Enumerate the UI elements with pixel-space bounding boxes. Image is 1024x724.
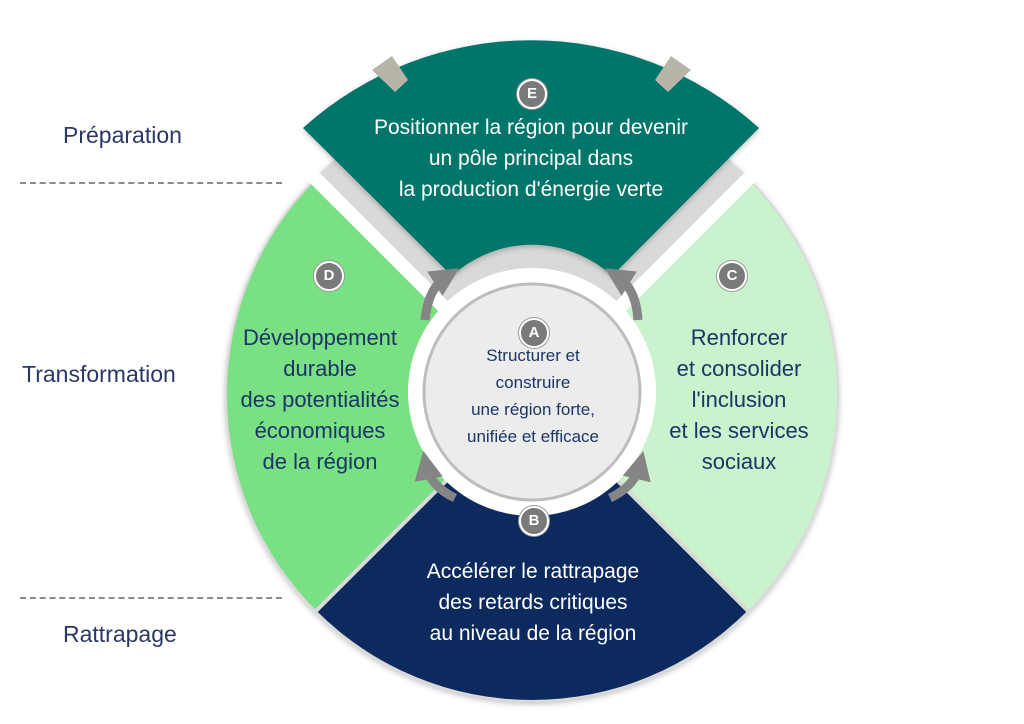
segment-b-text: Accélérer le rattrapage des retards crit… [383, 556, 683, 649]
segment-a-line: une région forte, [471, 400, 595, 419]
segment-e-line: la production d'énergie verte [398, 178, 664, 201]
badge-e: E [517, 79, 547, 109]
phase-divider [20, 597, 282, 599]
arrow-e-left-out-icon [372, 56, 408, 92]
badge-c: C [717, 261, 747, 291]
segment-d-line: économiques [254, 418, 386, 443]
arrow-c-to-e-icon [604, 268, 643, 321]
segment-d-line: durable [283, 356, 357, 381]
segment-a-center [422, 282, 642, 502]
segment-d-text: Développement durable des potentialités … [220, 322, 420, 477]
segment-c-line: l'inclusion [691, 387, 787, 412]
segment-a-text: Structurer et construire une région fort… [433, 342, 633, 450]
phase-label-preparation: Préparation [63, 122, 182, 148]
segment-b-line: Accélérer le rattrapage [426, 560, 640, 583]
phase-label-transformation: Transformation [22, 361, 176, 387]
arrow-e-right-out-icon [655, 56, 691, 92]
segment-e-line: un pôle principal dans [428, 147, 634, 170]
arrow-b-to-c-icon [607, 450, 651, 503]
segment-c-line: et les services [669, 418, 809, 443]
segment-c-line: Renforcer [690, 325, 788, 350]
phase-label-rattrapage: Rattrapage [63, 621, 177, 647]
segment-d [227, 179, 533, 611]
phase-divider [20, 182, 282, 184]
segment-a-line: Structurer et [486, 346, 580, 365]
arrow-d-to-e-icon [420, 268, 460, 321]
segment-a-line: unifiée et efficace [467, 427, 599, 446]
segment-e [303, 40, 759, 276]
segment-b-line: au niveau de la région [429, 622, 637, 645]
segment-d-line: de la région [262, 449, 378, 474]
segment-c-line: et consolider [676, 356, 802, 381]
segment-e-text: Positionner la région pour devenir un pô… [331, 112, 731, 205]
segment-b [316, 395, 748, 700]
segment-a-line: construire [495, 373, 571, 392]
arrow-b-to-d-icon [414, 450, 458, 503]
segment-b-line: des retards critiques [438, 591, 628, 614]
segment-c-line: sociaux [701, 449, 777, 474]
segment-c [532, 179, 837, 611]
segment-c-text: Renforcer et consolider l'inclusion et l… [639, 322, 839, 477]
segment-d-line: Développement [242, 325, 398, 350]
segment-e-line: Positionner la région pour devenir [373, 116, 689, 139]
segment-d-line: des potentialités [240, 387, 400, 412]
badge-d: D [314, 261, 344, 291]
badge-a: A [519, 318, 549, 348]
badge-b: B [519, 506, 549, 536]
